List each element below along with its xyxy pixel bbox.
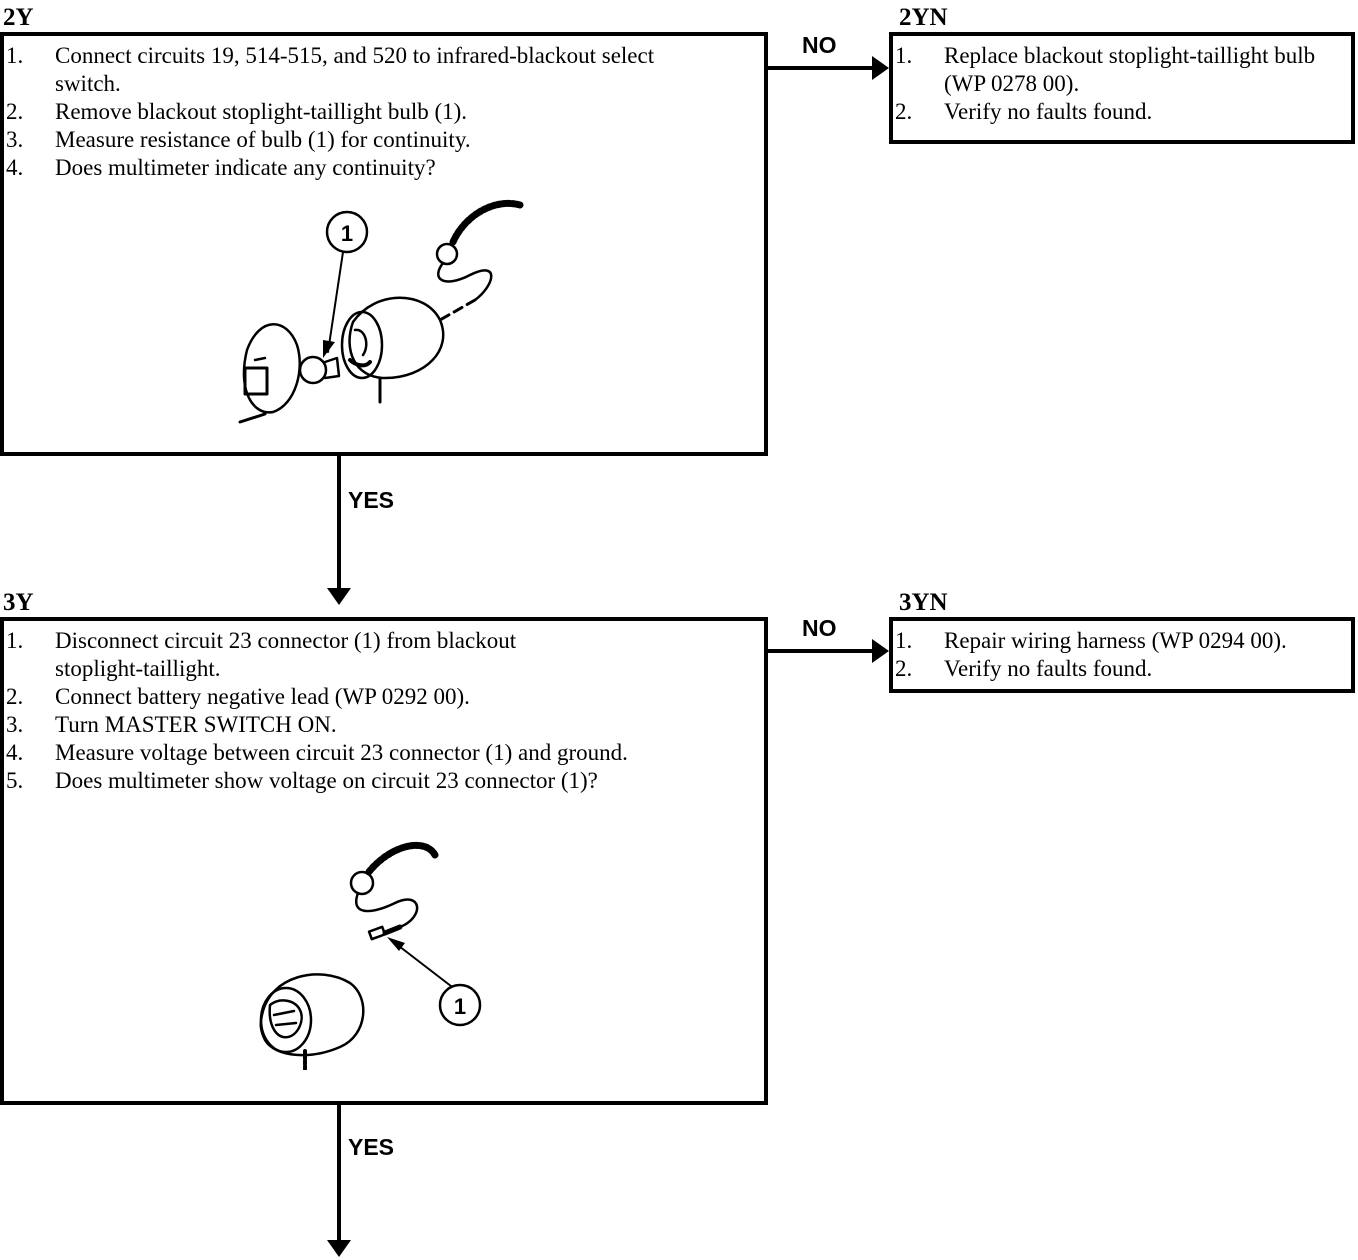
step-3y-item-2: 2.Connect battery negative lead (WP 0292… [6,684,470,709]
step-3y-label: 3Y [3,589,34,616]
yes-connector-3y-line [337,1103,341,1241]
step-2y-box: 1.Connect circuits 19, 514-515, and 520 … [0,32,768,456]
step-2y-list: 1.Connect circuits 19, 514-515, and 520 … [4,42,704,182]
step-3y-item-5: 5.Does multimeter show voltage on circui… [6,768,598,793]
step-3yn-list: 1.Repair wiring harness (WP 0294 00). 2.… [893,627,1351,683]
step-3yn-label: 3YN [899,589,948,616]
step-2y-item-4: 4.Does multimeter indicate any continuit… [6,155,436,180]
step-2y-item-2: 2.Remove blackout stoplight-taillight bu… [6,99,468,124]
yes-connector-2y-line [337,454,341,588]
step-2y-label: 2Y [3,4,34,31]
no-connector-3y-label: NO [802,615,837,641]
step-2yn-item-2: 2.Verify no faults found. [895,99,1153,124]
step-3y-item-1: 1.Disconnect circuit 23 connector (1) fr… [6,628,517,681]
taillight-bulb-illustration: 1 [238,200,524,424]
step-2yn-label: 2YN [899,4,948,31]
step-3yn-item-1: 1.Repair wiring harness (WP 0294 00). [895,628,1287,653]
no-connector-2y-label: NO [802,32,837,58]
step-3yn-item-2: 2.Verify no faults found. [895,656,1153,681]
step-3y-item-3: 3.Turn MASTER SWITCH ON. [6,712,337,737]
yes-connector-3y-label: YES [348,1134,395,1160]
no-connector-2y-line [766,66,874,70]
no-connector-3y-arrow [872,639,889,663]
connector-illustration: 1 [259,841,482,1070]
step-2yn-list: 1.Replace blackout stoplight-taillight b… [893,42,1351,126]
yes-connector-2y-label: YES [348,487,395,513]
step-2yn-item-1: 1.Replace blackout stoplight-taillight b… [895,43,1316,96]
yes-connector-3y-arrow [327,1240,351,1257]
step-2y-item-3: 3.Measure resistance of bulb (1) for con… [6,127,471,152]
callout-1-2y: 1 [341,221,353,246]
callout-1-3y: 1 [454,994,466,1019]
no-connector-2y-arrow [872,56,889,80]
step-3y-list: 1.Disconnect circuit 23 connector (1) fr… [4,627,694,795]
no-connector-3y-line [766,649,874,653]
step-2y-item-1: 1.Connect circuits 19, 514-515, and 520 … [6,43,655,96]
yes-connector-2y-arrow [327,588,351,605]
step-3y-box: 1.Disconnect circuit 23 connector (1) fr… [0,617,768,1105]
step-3yn-box: 1.Repair wiring harness (WP 0294 00). 2.… [889,617,1355,693]
step-3y-item-4: 4.Measure voltage between circuit 23 con… [6,740,628,765]
step-2yn-box: 1.Replace blackout stoplight-taillight b… [889,32,1355,144]
